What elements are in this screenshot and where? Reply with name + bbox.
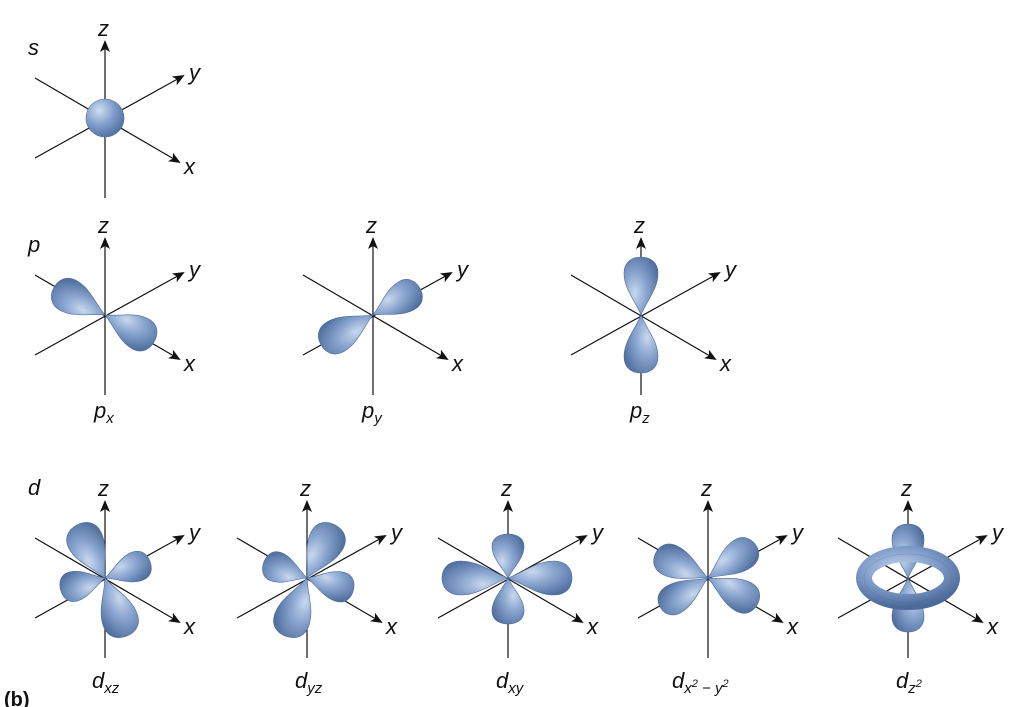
x-axis xyxy=(302,274,449,361)
px-label-text: px xyxy=(93,398,114,427)
s-sphere xyxy=(85,98,125,138)
y-axis xyxy=(570,272,721,356)
dxz-label: dxz xyxy=(92,668,120,697)
z-axis-label: z xyxy=(97,213,109,238)
pz-orbital: z y x xyxy=(570,213,738,395)
x-axis-label: x xyxy=(586,614,599,639)
px-lobe-front xyxy=(104,314,158,352)
z-axis-label: z xyxy=(900,476,912,501)
dx2y2-label-text: dx2 − y2 xyxy=(672,668,729,697)
dyz-lobe-2 xyxy=(262,551,308,583)
dxy-lobe-right xyxy=(507,560,573,596)
y-axis-label: y xyxy=(187,257,202,282)
pz-label: pz xyxy=(629,398,650,427)
py-label-text: py xyxy=(361,398,383,427)
s-row-label: s xyxy=(28,35,39,60)
y-axis-label: y xyxy=(990,520,1005,545)
dx2y2-lobe-3 xyxy=(707,537,760,579)
x-axis-label: x xyxy=(986,614,999,639)
py-orbital: z y x xyxy=(302,213,470,395)
z-axis-label: z xyxy=(500,476,512,501)
dx2y2-lobe-2 xyxy=(657,577,709,616)
dyz-orbital: z y x xyxy=(236,476,404,658)
dxy-label: dxy xyxy=(496,668,525,697)
y-axis-label: y xyxy=(389,520,404,545)
px-lobe-back xyxy=(51,277,106,316)
dxy-label-text: dxy xyxy=(496,668,525,697)
py-label: py xyxy=(361,398,383,427)
dz2-label-text: dz2 xyxy=(896,668,922,697)
px-label: px xyxy=(93,398,114,427)
x-axis-label: x xyxy=(719,351,732,376)
dyz-lobe-4 xyxy=(273,577,312,638)
x-axis-label: x xyxy=(451,351,464,376)
x-axis-label: x xyxy=(786,614,799,639)
x-axis xyxy=(837,537,984,624)
dxy-lobe-top xyxy=(491,533,525,579)
s-orbital: z y x s xyxy=(28,16,202,198)
dxz-lobe-3 xyxy=(104,550,152,583)
dxz-lobe-2 xyxy=(59,571,106,602)
dxy-orbital: z y x xyxy=(437,476,605,658)
dx2y2-orbital: z y x xyxy=(637,476,805,658)
z-axis-label: z xyxy=(97,16,109,41)
dx2y2-label: dx2 − y2 xyxy=(672,668,729,697)
dxz-lobe-4 xyxy=(100,577,139,638)
dxz-label-text: dxz xyxy=(92,668,120,697)
panel-label-b: (b) xyxy=(4,689,30,707)
z-axis-label: z xyxy=(97,476,109,501)
dxz-orbital: z y x xyxy=(34,476,202,658)
z-axis-label: z xyxy=(700,476,712,501)
py-lobe-front xyxy=(372,279,423,316)
x-axis-label: x xyxy=(183,351,196,376)
dz2-label: dz2 xyxy=(896,668,922,697)
pz-lobe-bottom xyxy=(623,314,659,374)
y-axis xyxy=(34,272,185,356)
dxy-lobe-left xyxy=(441,560,509,596)
p-row-label: p xyxy=(27,232,40,257)
dyz-label: dyz xyxy=(295,668,323,697)
pz-lobe-top xyxy=(623,256,659,316)
y-axis-label: y xyxy=(723,257,738,282)
y-axis xyxy=(837,535,988,619)
y-axis-label: y xyxy=(790,520,805,545)
pz-label-text: pz xyxy=(629,398,650,427)
y-axis-label: y xyxy=(187,520,202,545)
dxy-lobe-bottom xyxy=(491,577,525,625)
y-axis-label: y xyxy=(590,520,605,545)
z-axis-label: z xyxy=(299,476,311,501)
y-axis-label: y xyxy=(187,60,202,85)
dxz-lobe-1 xyxy=(66,522,106,579)
dyz-lobe-1 xyxy=(306,522,346,579)
x-axis xyxy=(437,537,584,624)
py-lobe-back xyxy=(318,314,374,355)
d-row-label: d xyxy=(28,475,41,500)
dx2y2-lobe-1 xyxy=(653,543,709,579)
z-axis-label: z xyxy=(633,213,645,238)
dyz-label-text: dyz xyxy=(295,668,323,697)
dx2y2-lobe-4 xyxy=(707,577,760,614)
z-axis-label: z xyxy=(365,213,377,238)
x-axis-label: x xyxy=(183,154,196,179)
dyz-lobe-3 xyxy=(306,571,355,603)
x-axis-label: x xyxy=(385,614,398,639)
dz2-torus-outline xyxy=(863,553,953,603)
dz2-orbital: z y x xyxy=(837,476,1005,658)
x-axis xyxy=(570,274,717,361)
y-axis-label: y xyxy=(455,257,470,282)
px-orbital: z y x xyxy=(34,213,202,395)
x-axis-label: x xyxy=(183,614,196,639)
